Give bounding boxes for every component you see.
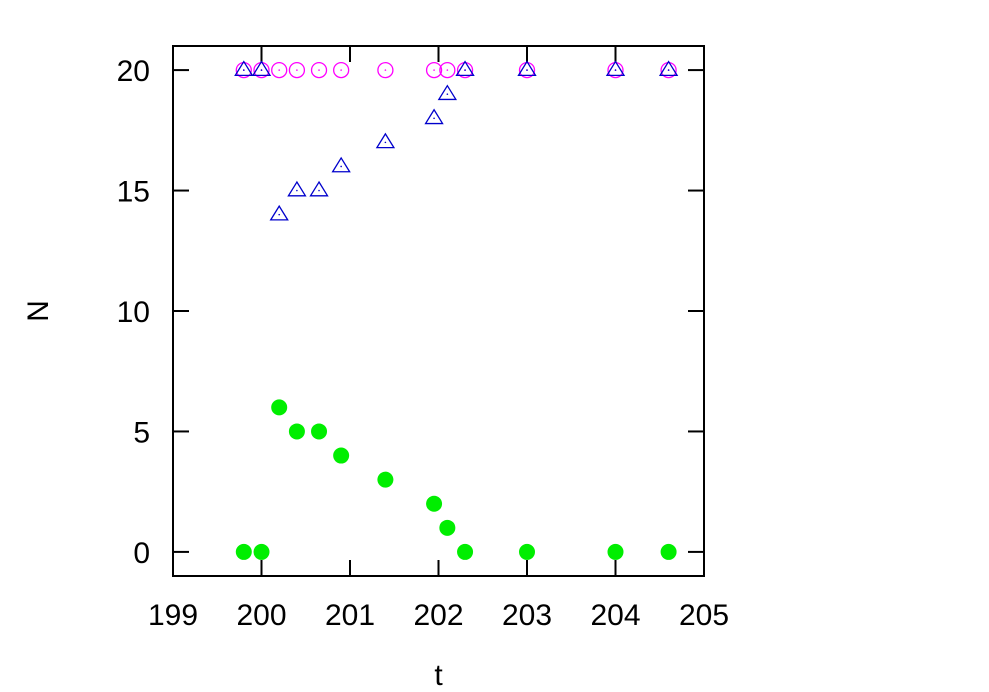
data-point-open-triangle-dot	[260, 69, 263, 71]
data-point-open-circle	[377, 61, 394, 79]
data-point-open-triangle-dot	[278, 213, 281, 216]
x-tick-label: 204	[590, 599, 640, 632]
data-point-open-circle	[332, 61, 350, 79]
data-point-open-circle	[439, 61, 456, 79]
x-tick-label: 203	[502, 599, 552, 632]
x-tick-label: 200	[236, 599, 286, 632]
data-point-filled-circle	[426, 495, 443, 512]
axis-ticks	[172, 46, 705, 576]
y-tick-label: 15	[117, 176, 150, 209]
data-point-filled-circle	[519, 543, 535, 560]
data-point-open-triangle-dot	[384, 141, 387, 144]
x-axis-label: t	[434, 659, 443, 692]
data-point-open-triangle	[455, 60, 475, 77]
data-point-open-triangle-dot	[526, 69, 528, 71]
tick-labels: 199 200 201 202 203 204 205 0 5 10 15 20	[117, 55, 729, 632]
data-points	[234, 60, 679, 560]
data-point-open-triangle	[424, 108, 444, 125]
data-point-open-circle-dot	[384, 69, 387, 71]
data-point-open-triangle	[437, 84, 458, 101]
data-point-open-circle	[271, 61, 288, 79]
data-point-open-triangle	[658, 60, 679, 77]
data-point-open-triangle-dot	[464, 69, 466, 71]
data-point-open-triangle-dot	[340, 165, 342, 168]
data-point-filled-circle	[377, 471, 394, 488]
data-point-open-triangle	[517, 60, 537, 77]
data-point-open-circle-dot	[433, 69, 435, 71]
data-point-open-circle-dot	[296, 69, 298, 71]
data-point-filled-circle	[288, 423, 305, 440]
x-tick-label: 202	[413, 599, 463, 632]
data-point-open-triangle	[287, 180, 307, 197]
data-point-open-triangle	[234, 60, 254, 77]
data-point-open-triangle	[309, 180, 329, 197]
data-point-open-triangle-dot	[667, 69, 670, 71]
data-point-open-triangle	[605, 60, 626, 77]
data-point-filled-circle	[457, 543, 474, 560]
data-point-filled-circle	[333, 447, 350, 464]
data-point-filled-circle	[271, 399, 288, 416]
data-point-open-triangle-dot	[296, 189, 298, 192]
data-point-open-triangle-dot	[318, 189, 320, 192]
data-point-open-triangle-dot	[614, 69, 617, 71]
data-point-open-circle	[310, 61, 328, 79]
data-point-filled-circle	[439, 519, 456, 536]
y-tick-label: 0	[133, 537, 150, 570]
y-tick-label: 5	[133, 416, 150, 449]
data-point-open-circle-dot	[340, 69, 342, 71]
x-tick-label: 205	[679, 599, 729, 632]
data-point-open-circle-dot	[318, 69, 320, 71]
y-axis-label: N	[22, 300, 55, 322]
data-point-open-circle	[288, 61, 306, 79]
data-point-filled-circle	[311, 423, 328, 440]
data-point-open-circle-dot	[278, 69, 281, 71]
data-point-open-circle-dot	[446, 69, 449, 71]
data-point-filled-circle	[607, 543, 624, 560]
x-tick-label: 201	[325, 599, 375, 632]
data-point-filled-circle	[253, 543, 270, 560]
data-point-open-triangle-dot	[446, 93, 449, 95]
data-point-open-circle	[425, 61, 443, 79]
data-point-filled-circle	[660, 543, 677, 560]
y-tick-label: 10	[117, 296, 150, 329]
y-tick-label: 20	[117, 55, 150, 88]
data-point-open-triangle	[331, 156, 351, 173]
data-point-open-triangle	[269, 204, 289, 221]
plot-frame	[172, 45, 705, 577]
x-tick-label: 199	[148, 599, 198, 632]
data-point-open-triangle	[251, 60, 272, 77]
data-point-open-triangle-dot	[243, 69, 245, 71]
data-point-filled-circle	[235, 543, 252, 560]
data-point-open-triangle-dot	[433, 117, 435, 120]
data-point-open-triangle	[375, 132, 396, 149]
